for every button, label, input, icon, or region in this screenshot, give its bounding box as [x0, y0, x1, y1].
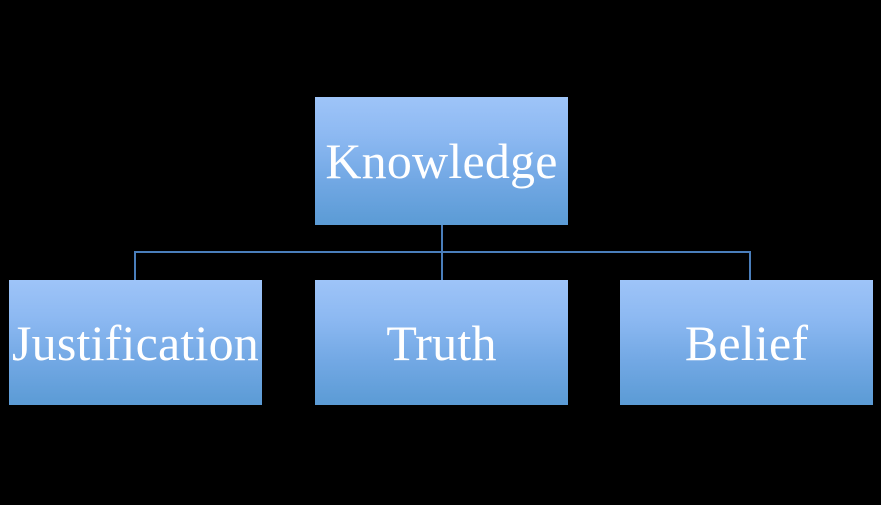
node-truth-label: Truth	[386, 314, 497, 371]
node-belief: Belief	[620, 280, 873, 405]
node-belief-label: Belief	[684, 314, 809, 371]
node-justification: Justification	[9, 280, 262, 405]
connector-knowledge-to-bus	[441, 225, 443, 253]
node-knowledge: Knowledge	[315, 97, 568, 225]
connector-bus-to-justification	[134, 251, 136, 281]
connector-bus-to-truth	[441, 251, 443, 281]
node-truth: Truth	[315, 280, 568, 405]
node-knowledge-label: Knowledge	[325, 133, 558, 189]
node-justification-label: Justification	[11, 314, 259, 371]
connector-bus-to-belief	[749, 251, 751, 281]
